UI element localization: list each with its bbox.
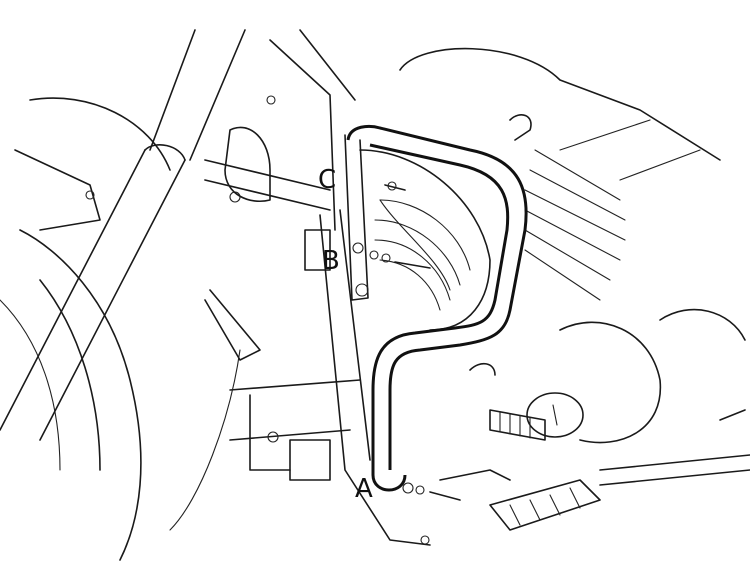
front-wheel — [0, 97, 171, 561]
engine — [359, 47, 750, 486]
label-b: B — [322, 246, 340, 276]
label-a: A — [355, 474, 373, 504]
footpeg — [439, 409, 601, 531]
cooling-fins — [374, 119, 701, 311]
frame — [169, 29, 431, 546]
fork-tube — [0, 29, 246, 441]
crash-bar — [304, 125, 528, 545]
label-c: C — [318, 165, 337, 195]
